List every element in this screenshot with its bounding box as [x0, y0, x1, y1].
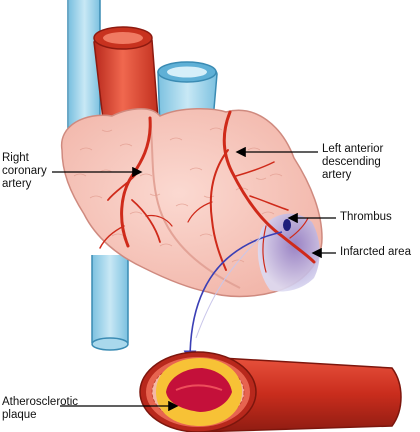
label-thrombus: Thrombus	[340, 211, 392, 224]
thrombus-clot	[283, 219, 291, 231]
label-line: Infarcted area	[340, 246, 411, 258]
label-line: descending	[322, 156, 381, 168]
label-line: artery	[322, 169, 352, 181]
label-infarcted-area: Infarcted area	[340, 246, 411, 259]
label-line: Right	[2, 152, 29, 164]
label-line: coronary	[2, 165, 47, 177]
label-right-coronary-artery: Right coronary artery	[2, 152, 47, 191]
heart-body	[60, 107, 323, 298]
label-line: Thrombus	[340, 211, 392, 223]
infarct-region	[257, 213, 320, 292]
label-line: plaque	[2, 409, 37, 421]
aorta	[93, 26, 159, 129]
pointer-lines	[52, 146, 336, 412]
label-line: Left anterior	[322, 143, 384, 155]
right-coronary-artery-vessel	[99, 116, 173, 249]
label-line: Atherosclerotic	[2, 396, 79, 408]
label-atherosclerotic-plaque: Atherosclerotic plaque	[2, 396, 78, 422]
label-line: artery	[2, 178, 32, 190]
label-left-anterior-descending-artery: Left anterior descending artery	[322, 143, 383, 182]
artery-cross-section	[139, 351, 402, 432]
vena-cava	[67, 0, 129, 351]
zoom-connector	[183, 231, 283, 364]
left-anterior-descending-artery-vessel	[187, 110, 316, 273]
